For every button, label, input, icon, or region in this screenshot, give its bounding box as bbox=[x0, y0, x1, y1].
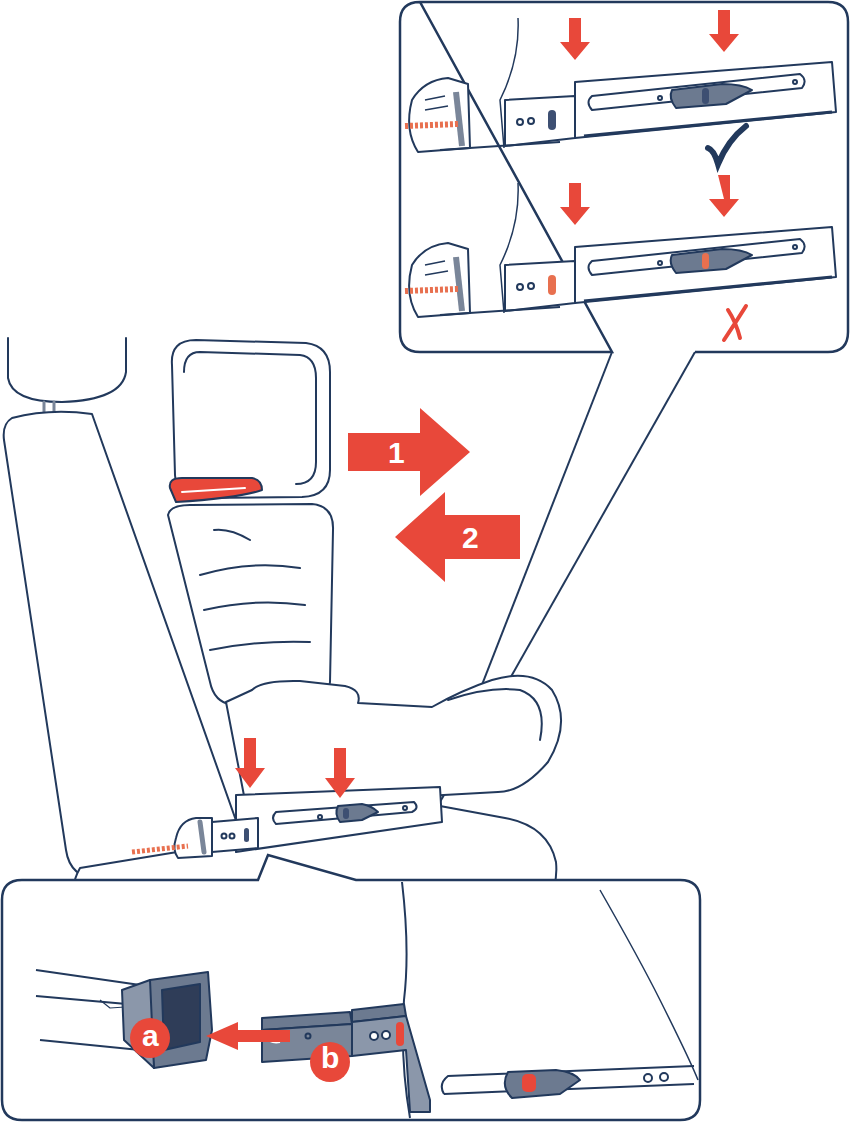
drawing-part bbox=[206, 1022, 290, 1050]
drawing-part bbox=[702, 88, 709, 104]
press-arrows bbox=[235, 738, 355, 798]
cross-mark bbox=[724, 306, 746, 340]
drawing-part bbox=[584, 112, 832, 136]
drawing-part bbox=[448, 689, 542, 740]
anchor-bar bbox=[132, 846, 188, 852]
drawing-part bbox=[8, 338, 126, 402]
drawing-part bbox=[184, 352, 316, 484]
drawing-part bbox=[348, 408, 470, 496]
drawing-part bbox=[382, 1031, 390, 1039]
drawing-part bbox=[212, 818, 258, 852]
movement-arrows bbox=[348, 408, 520, 582]
drawing-part bbox=[425, 96, 448, 110]
drawing-part bbox=[395, 492, 520, 582]
drawing-part bbox=[226, 676, 561, 806]
drawing-part bbox=[36, 882, 698, 1118]
drawing-part bbox=[396, 1022, 404, 1046]
drawing-part bbox=[589, 74, 805, 110]
drawing-part bbox=[168, 504, 333, 705]
drawing-part bbox=[658, 96, 662, 100]
drawing-part bbox=[505, 96, 575, 146]
drawing-part bbox=[352, 1016, 430, 1112]
drawing-part bbox=[405, 289, 458, 291]
callout-badge bbox=[130, 1018, 170, 1058]
drawing-part bbox=[660, 1073, 668, 1081]
detail-callout-bottom bbox=[2, 855, 700, 1120]
drawing-part bbox=[644, 1074, 652, 1082]
drawing-part bbox=[505, 1070, 580, 1098]
drawing-part bbox=[702, 253, 709, 269]
check-mark bbox=[708, 126, 746, 164]
drawing-part bbox=[560, 18, 590, 60]
drawing-part bbox=[236, 787, 442, 852]
vehicle-seat bbox=[4, 338, 557, 918]
drawing-part bbox=[244, 828, 249, 842]
step-number: 2 bbox=[462, 523, 479, 553]
drawing-part bbox=[709, 10, 739, 52]
drawing-part bbox=[170, 478, 262, 502]
drawing-part bbox=[235, 738, 265, 788]
drawing-part bbox=[230, 834, 235, 839]
drawing-part bbox=[182, 488, 245, 492]
callout-letter: b bbox=[321, 1043, 339, 1073]
drawing-part bbox=[222, 834, 227, 839]
drawing-part bbox=[343, 808, 349, 819]
drawing-part bbox=[200, 822, 204, 852]
drawing-part bbox=[528, 118, 534, 124]
drawing-part bbox=[709, 175, 739, 217]
drawing-part bbox=[517, 119, 523, 125]
drawing-part bbox=[2, 855, 700, 1120]
drawing-part bbox=[575, 62, 836, 138]
drawing-part bbox=[200, 530, 310, 650]
drawing-part bbox=[400, 2, 848, 352]
drawing-part bbox=[403, 806, 407, 810]
drawing-part bbox=[560, 183, 590, 225]
drawing-part bbox=[336, 804, 378, 822]
drawing-part bbox=[548, 110, 556, 130]
drawing-part bbox=[370, 1032, 378, 1040]
drawing-part bbox=[325, 748, 355, 798]
callout-badge bbox=[310, 1042, 350, 1082]
drawing-part bbox=[456, 92, 462, 146]
drawing-part bbox=[440, 142, 560, 150]
drawing-part bbox=[793, 80, 797, 84]
drawing-part bbox=[409, 183, 836, 317]
drawing-part bbox=[273, 802, 417, 824]
drawing-part bbox=[600, 890, 698, 1080]
booster-seat bbox=[168, 340, 561, 858]
drawing-part bbox=[318, 815, 322, 819]
drawing-part bbox=[548, 275, 556, 295]
drawing-part bbox=[306, 1034, 311, 1039]
drawing-part bbox=[409, 18, 836, 152]
callout-letter: a bbox=[142, 1021, 159, 1051]
drawing-part bbox=[671, 84, 752, 108]
drawing-part bbox=[405, 124, 458, 126]
drawing-part bbox=[172, 340, 330, 498]
drawing-part bbox=[174, 818, 212, 858]
drawing-part bbox=[409, 78, 470, 152]
drawing-part bbox=[522, 1074, 536, 1092]
step-number: 1 bbox=[388, 438, 405, 468]
detail-callout-top bbox=[400, 2, 848, 352]
